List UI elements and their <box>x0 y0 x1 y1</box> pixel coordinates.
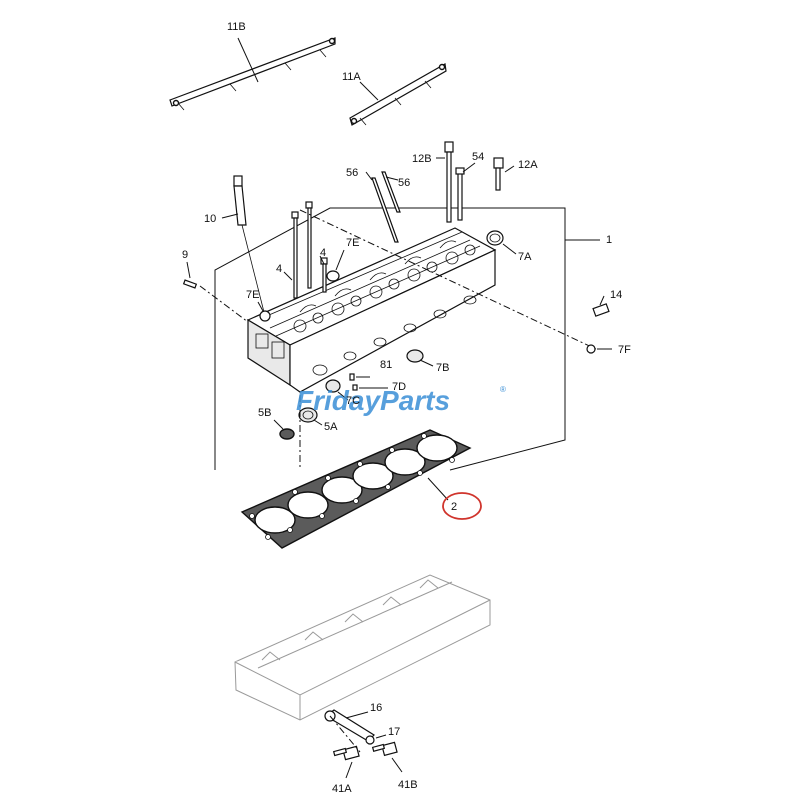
label-7B[interactable]: 7B <box>436 362 449 374</box>
watermark-logo: FridayParts <box>296 385 450 416</box>
part-41B-bolt[interactable] <box>371 741 398 757</box>
label-10[interactable]: 10 <box>204 213 216 225</box>
part-7D-plug[interactable] <box>352 384 358 391</box>
part-81-dowel[interactable] <box>349 373 355 381</box>
label-81[interactable]: 81 <box>380 359 392 371</box>
part-4-studs[interactable] <box>291 201 328 299</box>
label-12A[interactable]: 12A <box>518 159 538 171</box>
part-2-highlight-circle <box>442 492 482 520</box>
part-14-pin[interactable] <box>592 303 610 317</box>
label-9[interactable]: 9 <box>182 249 188 261</box>
label-41A[interactable]: 41A <box>332 783 352 795</box>
part-56-pushrods[interactable] <box>371 171 401 243</box>
label-7E-left[interactable]: 7E <box>246 289 259 301</box>
part-7E-plug-top[interactable] <box>326 270 340 282</box>
label-14[interactable]: 14 <box>610 289 622 301</box>
part-54-stud[interactable] <box>455 167 465 221</box>
label-5A[interactable]: 5A <box>324 421 338 433</box>
part-16-bracket[interactable] <box>324 709 375 742</box>
part-1-cylinder-head[interactable] <box>246 227 497 393</box>
part-12A-bolt[interactable] <box>493 157 504 191</box>
part-11B-rail[interactable] <box>169 37 336 111</box>
label-7F[interactable]: 7F <box>618 344 631 356</box>
part-7A-plug[interactable] <box>486 230 504 246</box>
label-16[interactable]: 16 <box>370 702 382 714</box>
part-5A-plug[interactable] <box>298 407 318 423</box>
label-7A[interactable]: 7A <box>518 251 532 263</box>
label-5B[interactable]: 5B <box>258 407 271 419</box>
part-17-washer[interactable] <box>365 735 375 745</box>
label-2[interactable]: 2 <box>451 501 457 513</box>
part-41A-bolt[interactable] <box>332 745 360 761</box>
label-41B[interactable]: 41B <box>398 779 418 791</box>
part-7F-plug[interactable] <box>586 344 596 354</box>
part-7B-plug[interactable] <box>406 349 424 363</box>
part-7E-plug-left[interactable] <box>259 310 271 322</box>
part-5B-plug[interactable] <box>279 428 295 440</box>
engine-block <box>234 574 491 721</box>
label-1[interactable]: 1 <box>606 234 612 246</box>
label-11A[interactable]: 11A <box>342 71 361 83</box>
label-54[interactable]: 54 <box>472 151 484 163</box>
label-7D[interactable]: 7D <box>392 381 406 393</box>
part-9-bolt[interactable] <box>182 279 198 289</box>
label-4-right[interactable]: 4 <box>320 247 326 259</box>
label-7C[interactable]: 7C <box>346 395 360 407</box>
label-11B[interactable]: 11B <box>227 21 246 33</box>
part-11A-rail[interactable] <box>349 63 447 126</box>
label-4-left[interactable]: 4 <box>276 263 282 275</box>
label-56-right[interactable]: 56 <box>398 177 410 189</box>
part-2-head-gasket[interactable] <box>240 429 472 549</box>
label-7E-top[interactable]: 7E <box>346 237 359 249</box>
label-56-left[interactable]: 56 <box>346 167 358 179</box>
watermark-trademark: ® <box>500 385 506 394</box>
part-12B-bolt[interactable] <box>444 141 454 223</box>
label-12B[interactable]: 12B <box>412 153 432 165</box>
part-7C-plug[interactable] <box>325 379 341 393</box>
label-17[interactable]: 17 <box>388 726 400 738</box>
part-10-injector[interactable] <box>233 175 267 321</box>
